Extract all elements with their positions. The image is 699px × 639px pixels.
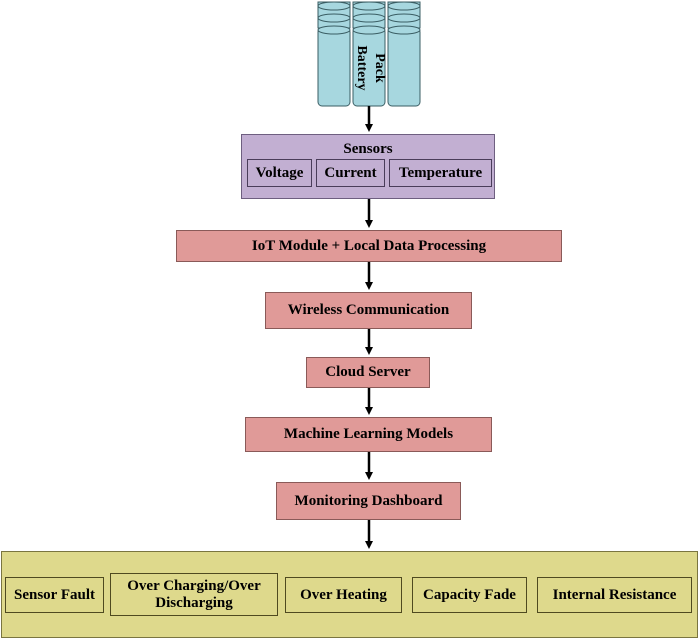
battery-label-line1: Battery <box>354 45 369 90</box>
sensor-voltage: Voltage <box>247 159 312 187</box>
outcome-internal-resistance: Internal Resistance <box>537 577 692 613</box>
outcome-over-heating: Over Heating <box>285 577 402 613</box>
machine-learning-models-box: Machine Learning Models <box>245 417 492 452</box>
monitoring-dashboard-box: Monitoring Dashboard <box>276 482 461 520</box>
sensor-current: Current <box>316 159 385 187</box>
sensors-box: Sensors Voltage Current Temperature <box>241 134 495 199</box>
cloud-server-box: Cloud Server <box>306 357 430 388</box>
battery-cells <box>317 1 421 107</box>
iot-module-box: IoT Module + Local Data Processing <box>176 230 562 262</box>
sensors-title: Sensors <box>343 141 393 157</box>
outcome-sensor-fault: Sensor Fault <box>5 577 104 613</box>
outcome-capacity-fade: Capacity Fade <box>412 577 527 613</box>
battery-label-line2: Pack <box>372 53 387 83</box>
sensor-temperature: Temperature <box>389 159 492 187</box>
outcome-over-charging-discharging: Over Charging/Over Discharging <box>110 573 278 616</box>
wireless-communication-box: Wireless Communication <box>265 292 472 329</box>
